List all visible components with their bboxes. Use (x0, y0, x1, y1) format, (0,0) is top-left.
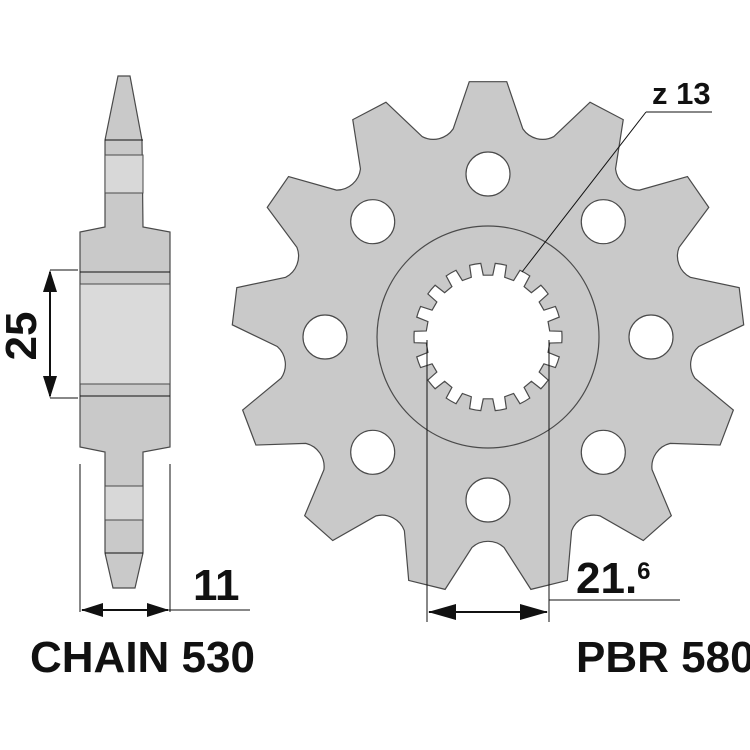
dimension-arrow-down (43, 376, 57, 398)
bolt-hole (580, 429, 626, 475)
thickness-label: 25 (0, 312, 46, 361)
dimension-arrow-left (428, 604, 456, 620)
thickness-dimension: 25 (0, 269, 78, 399)
width-label: 11 (193, 561, 240, 610)
bolt-hole (350, 199, 396, 245)
width-dimension: 11 (79, 464, 250, 617)
spline-bore (413, 262, 563, 412)
spline-dimension: 21.6 (426, 340, 680, 622)
dimension-arrow-right (520, 604, 548, 620)
bolt-hole (302, 314, 348, 360)
profile-tooth-band (104, 154, 144, 194)
profile-hub-band (79, 283, 171, 385)
spline-diameter-label: 21.6 (576, 554, 651, 603)
bolt-hole (580, 199, 626, 245)
hub-ring (376, 225, 600, 449)
dimension-arrow-left (81, 603, 103, 617)
dimension-arrow-up (43, 270, 57, 292)
profile-tooth-band (104, 485, 144, 521)
chain-label: CHAIN 530 (30, 633, 255, 682)
bolt-hole (465, 477, 511, 523)
teeth-count-callout: z 13 (521, 76, 712, 273)
bolt-hole (628, 314, 674, 360)
bolt-holes (302, 151, 674, 523)
front-view: z 13 21.6 PBR 580 (231, 76, 750, 682)
dimension-arrow-right (147, 603, 169, 617)
side-profile-view: 25 11 CHAIN 530 (0, 75, 255, 682)
bolt-hole (350, 429, 396, 475)
bolt-hole (465, 151, 511, 197)
teeth-count-label: z 13 (652, 76, 711, 111)
part-number-label: PBR 580 (576, 633, 750, 682)
